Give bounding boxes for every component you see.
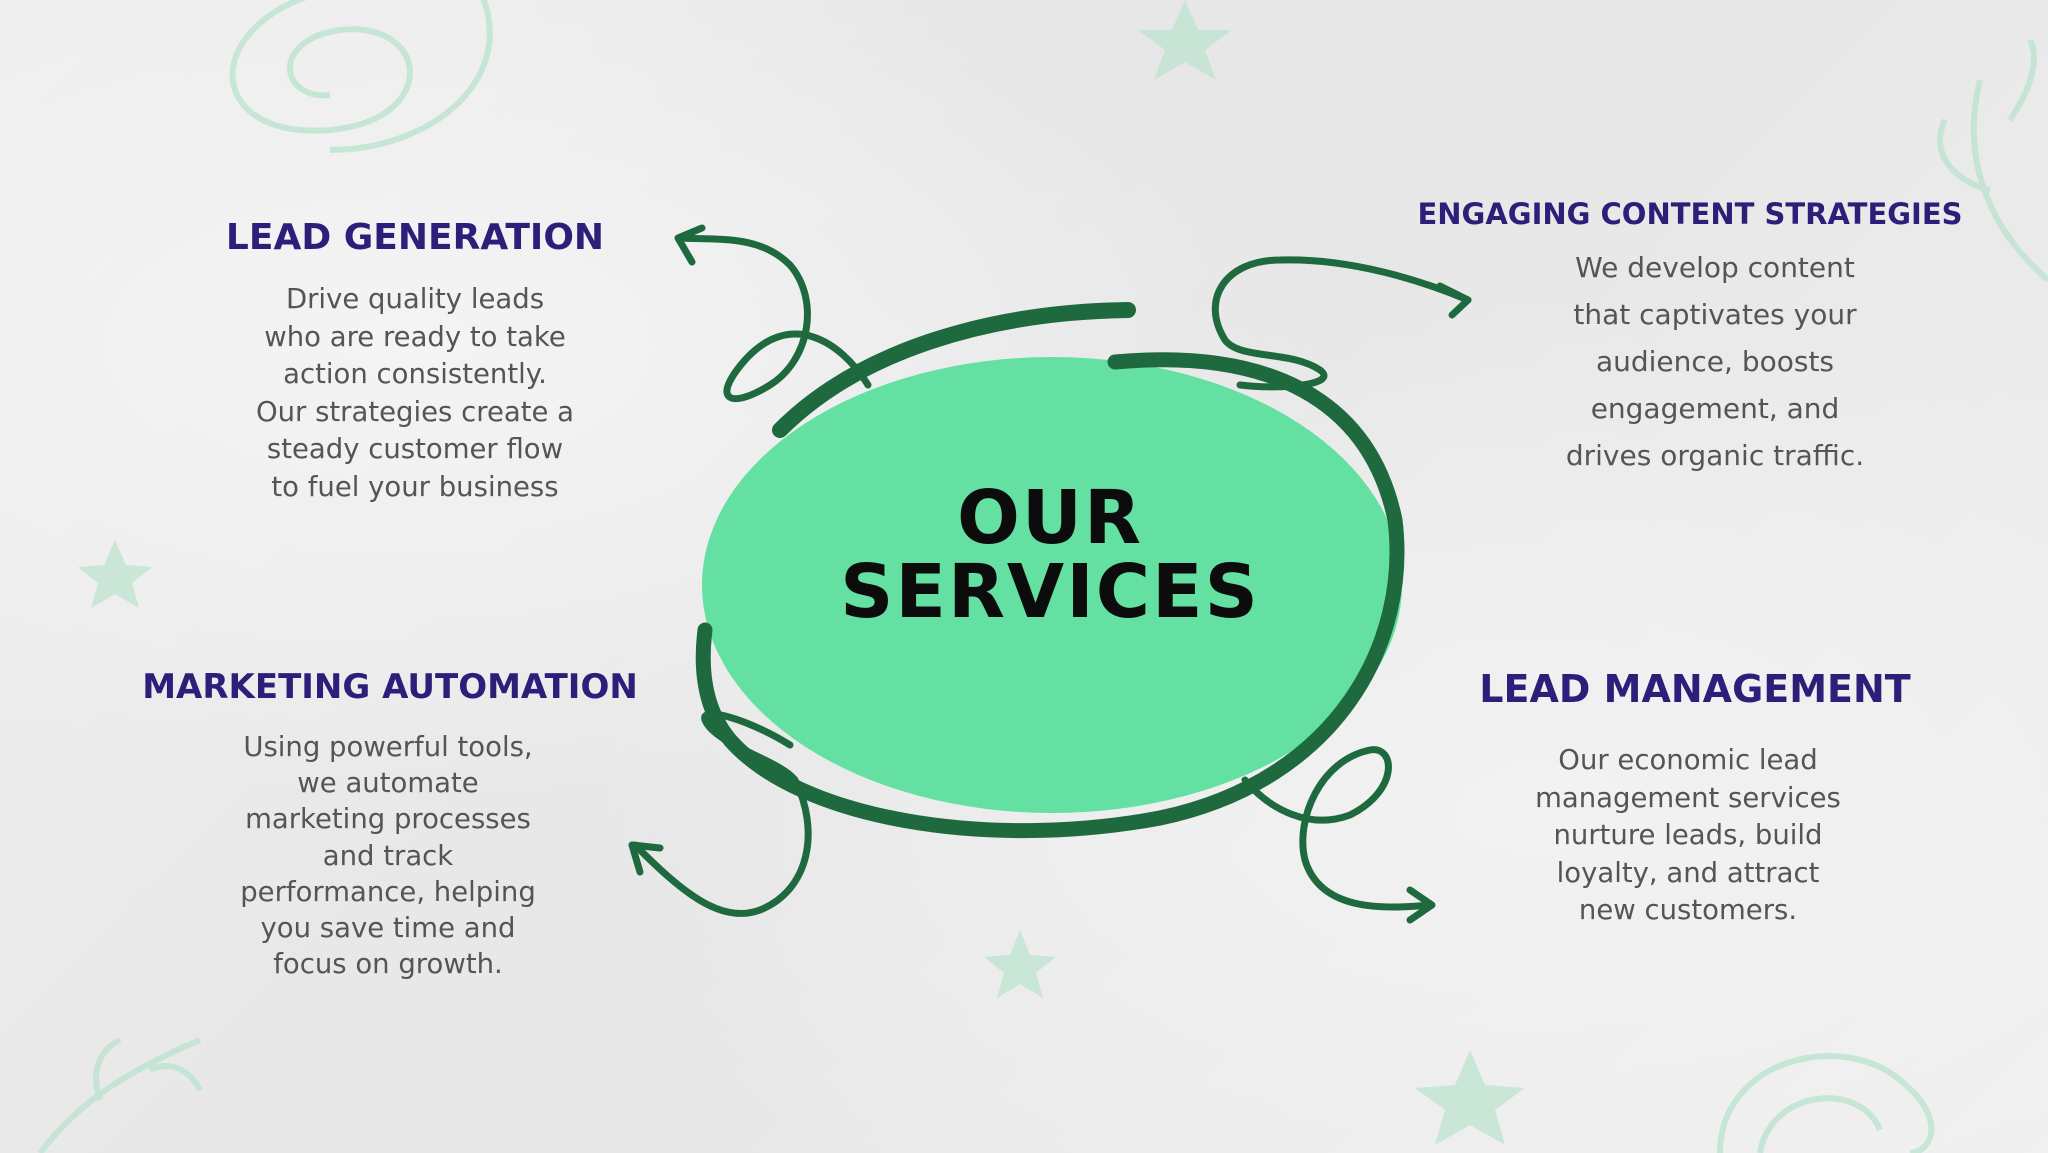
description-line: marketing processes bbox=[245, 803, 531, 836]
center-title-line-2: SERVICES bbox=[840, 549, 1260, 635]
arrow-icon bbox=[628, 710, 812, 918]
description-line: who are ready to take bbox=[264, 320, 566, 353]
description-line: nurture leads, build bbox=[1553, 819, 1823, 851]
star-icon bbox=[1138, 0, 1232, 80]
description-line: Our strategies create a bbox=[255, 395, 575, 428]
description-line: loyalty, and attract bbox=[1556, 856, 1820, 889]
arrow-icon bbox=[1241, 746, 1436, 924]
service-description: Our economic lead management services nu… bbox=[1488, 742, 1888, 930]
star-icon bbox=[1415, 1050, 1525, 1145]
leaf-icon bbox=[1937, 38, 2048, 283]
description-line: We develop content bbox=[1575, 251, 1855, 284]
description-line: new customers. bbox=[1578, 894, 1798, 926]
description-line: focus on growth. bbox=[273, 948, 503, 981]
description-line: Drive quality leads bbox=[285, 283, 545, 315]
description-line: management services bbox=[1535, 781, 1841, 814]
description-line: audience, boosts bbox=[1595, 345, 1835, 378]
service-heading: LEAD GENERATION bbox=[225, 217, 605, 258]
service-description: Drive quality leads who are ready to tak… bbox=[215, 281, 615, 506]
service-heading: MARKETING AUTOMATION bbox=[142, 667, 638, 707]
service-description: Using powerful tools, we automate market… bbox=[188, 729, 588, 982]
description-line: Our economic lead bbox=[1558, 744, 1818, 776]
star-icon bbox=[984, 930, 1056, 998]
center-title-line-1: OUR bbox=[957, 475, 1143, 561]
spiral-icon bbox=[1717, 1053, 1935, 1153]
description-line: you save time and bbox=[260, 912, 516, 945]
description-line: we automate bbox=[297, 767, 479, 800]
service-heading: LEAD MANAGEMENT bbox=[1479, 667, 1911, 711]
arrow-icon bbox=[1211, 256, 1472, 391]
description-line: action consistently. bbox=[283, 358, 547, 390]
arrow-icon bbox=[674, 224, 872, 403]
description-line: performance, helping bbox=[240, 875, 536, 908]
description-line: to fuel your business bbox=[271, 470, 559, 503]
service-description: We develop content that captivates your … bbox=[1515, 244, 1915, 479]
description-line: and track bbox=[322, 839, 454, 872]
description-line: drives organic traffic. bbox=[1565, 439, 1865, 472]
spiral-icon bbox=[229, 0, 493, 153]
description-line: Using powerful tools, bbox=[243, 731, 533, 763]
description-line: steady customer flow bbox=[266, 433, 564, 465]
leaf-icon bbox=[37, 1037, 203, 1153]
center-oval bbox=[702, 357, 1402, 813]
description-line: that captivates your bbox=[1573, 298, 1857, 331]
service-heading: ENGAGING CONTENT STRATEGIES bbox=[1417, 197, 1963, 231]
description-line: engagement, and bbox=[1590, 392, 1840, 425]
star-icon bbox=[78, 540, 152, 608]
